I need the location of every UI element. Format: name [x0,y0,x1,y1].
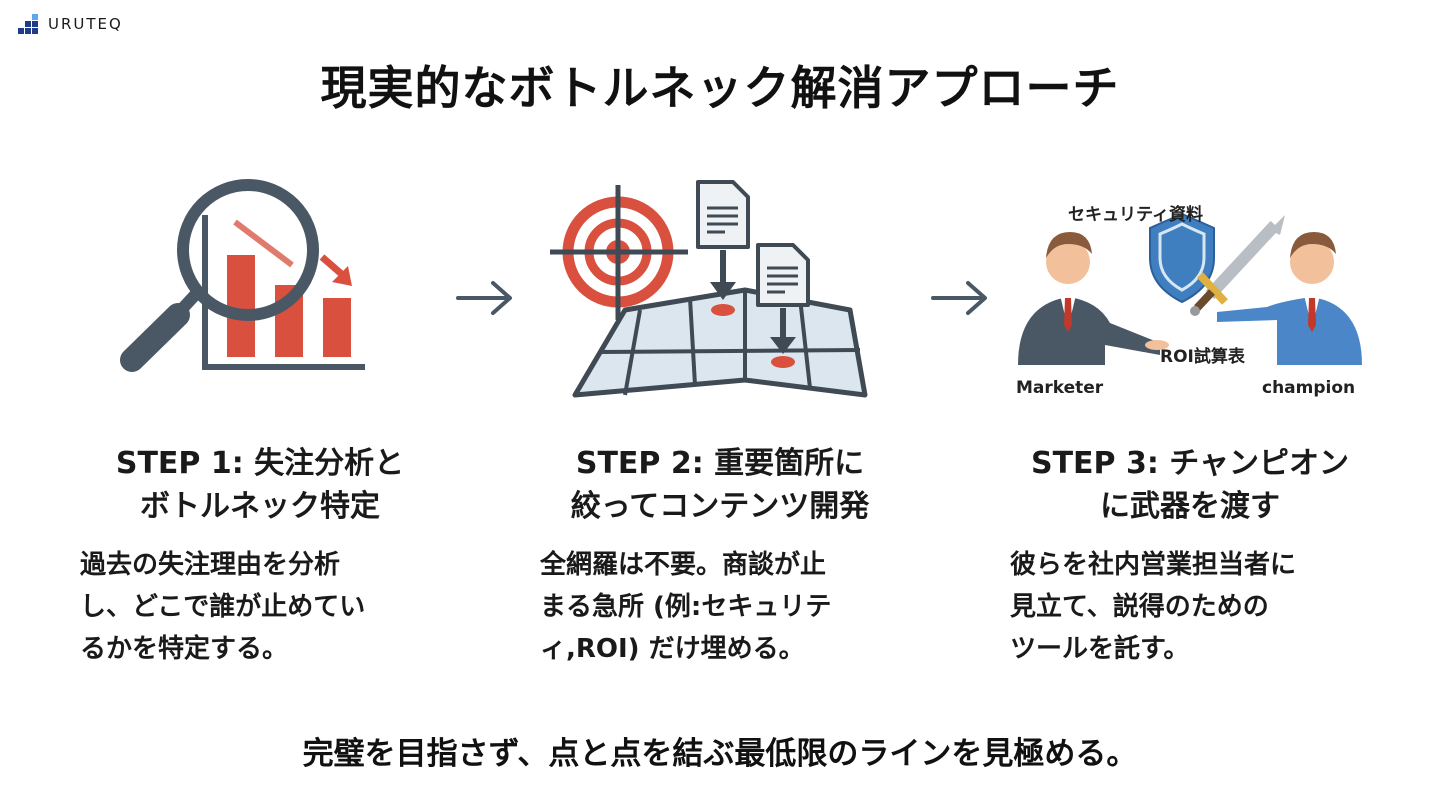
security-doc-label: セキュリティ資料 [1068,205,1203,225]
page-title: 現実的なボトルネック解消アプローチ [320,61,1120,115]
step-2-title-line2: 絞ってコンテンツ開発 [570,489,870,524]
brand-name: URUTEQ [48,15,123,33]
step-1-card: STEP 1: 失注分析と ボトルネック特定 過去の失注理由を分析 し、どこで誰… [70,170,450,670]
bar-blocks-logo-icon [18,14,38,34]
step-2-body-line: まる急所 (例:セキュリテ [540,592,832,622]
footer-message: 完璧を目指さず、点と点を結ぶ最低限のラインを見極める。 [302,736,1138,772]
roi-sheet-label: ROI試算表 [1160,347,1245,367]
target-map-documents-icon [550,180,868,398]
step-2-body-line: ィ,ROI) だけ埋める。 [540,634,805,664]
arrow-right-icon [456,281,512,315]
step-2-card: STEP 2: 重要箇所に 絞ってコンテンツ開発 全網羅は不要。商談が止 まる急… [530,170,910,670]
step-1-body-line: 過去の失注理由を分析 [80,550,341,580]
marketer-champion-handoff-icon [1018,212,1362,365]
step-1-title-line2: ボトルネック特定 [140,489,380,524]
step-3-card: セキュリティ資料 ROI試算表 Marketer champion STEP 3… [1000,170,1380,670]
magnifier-declining-chart-icon [120,179,365,372]
step-2-title-line1: STEP 2: 重要箇所に [575,446,865,481]
step-3-body-line: 彼らを社内営業担当者に [1010,550,1297,580]
arrow-right-icon [931,281,987,315]
champion-label: champion [1262,378,1356,398]
step-3-title-line2: に武器を渡す [1100,489,1280,524]
step-2-body-line: 全網羅は不要。商談が止 [540,550,827,580]
step-1-body-line: るかを特定する。 [80,634,289,664]
step-1-title-line1: STEP 1: 失注分析と [115,446,405,481]
marketer-label: Marketer [1016,378,1104,398]
brand-logo: URUTEQ [18,14,123,34]
step-3-title-line1: STEP 3: チャンピオン [1030,446,1349,481]
step-3-body-line: ツールを託す。 [1010,634,1190,664]
step-3-body-line: 見立て、説得のための [1010,592,1269,622]
step-1-body-line: し、どこで誰が止めてい [80,592,366,622]
